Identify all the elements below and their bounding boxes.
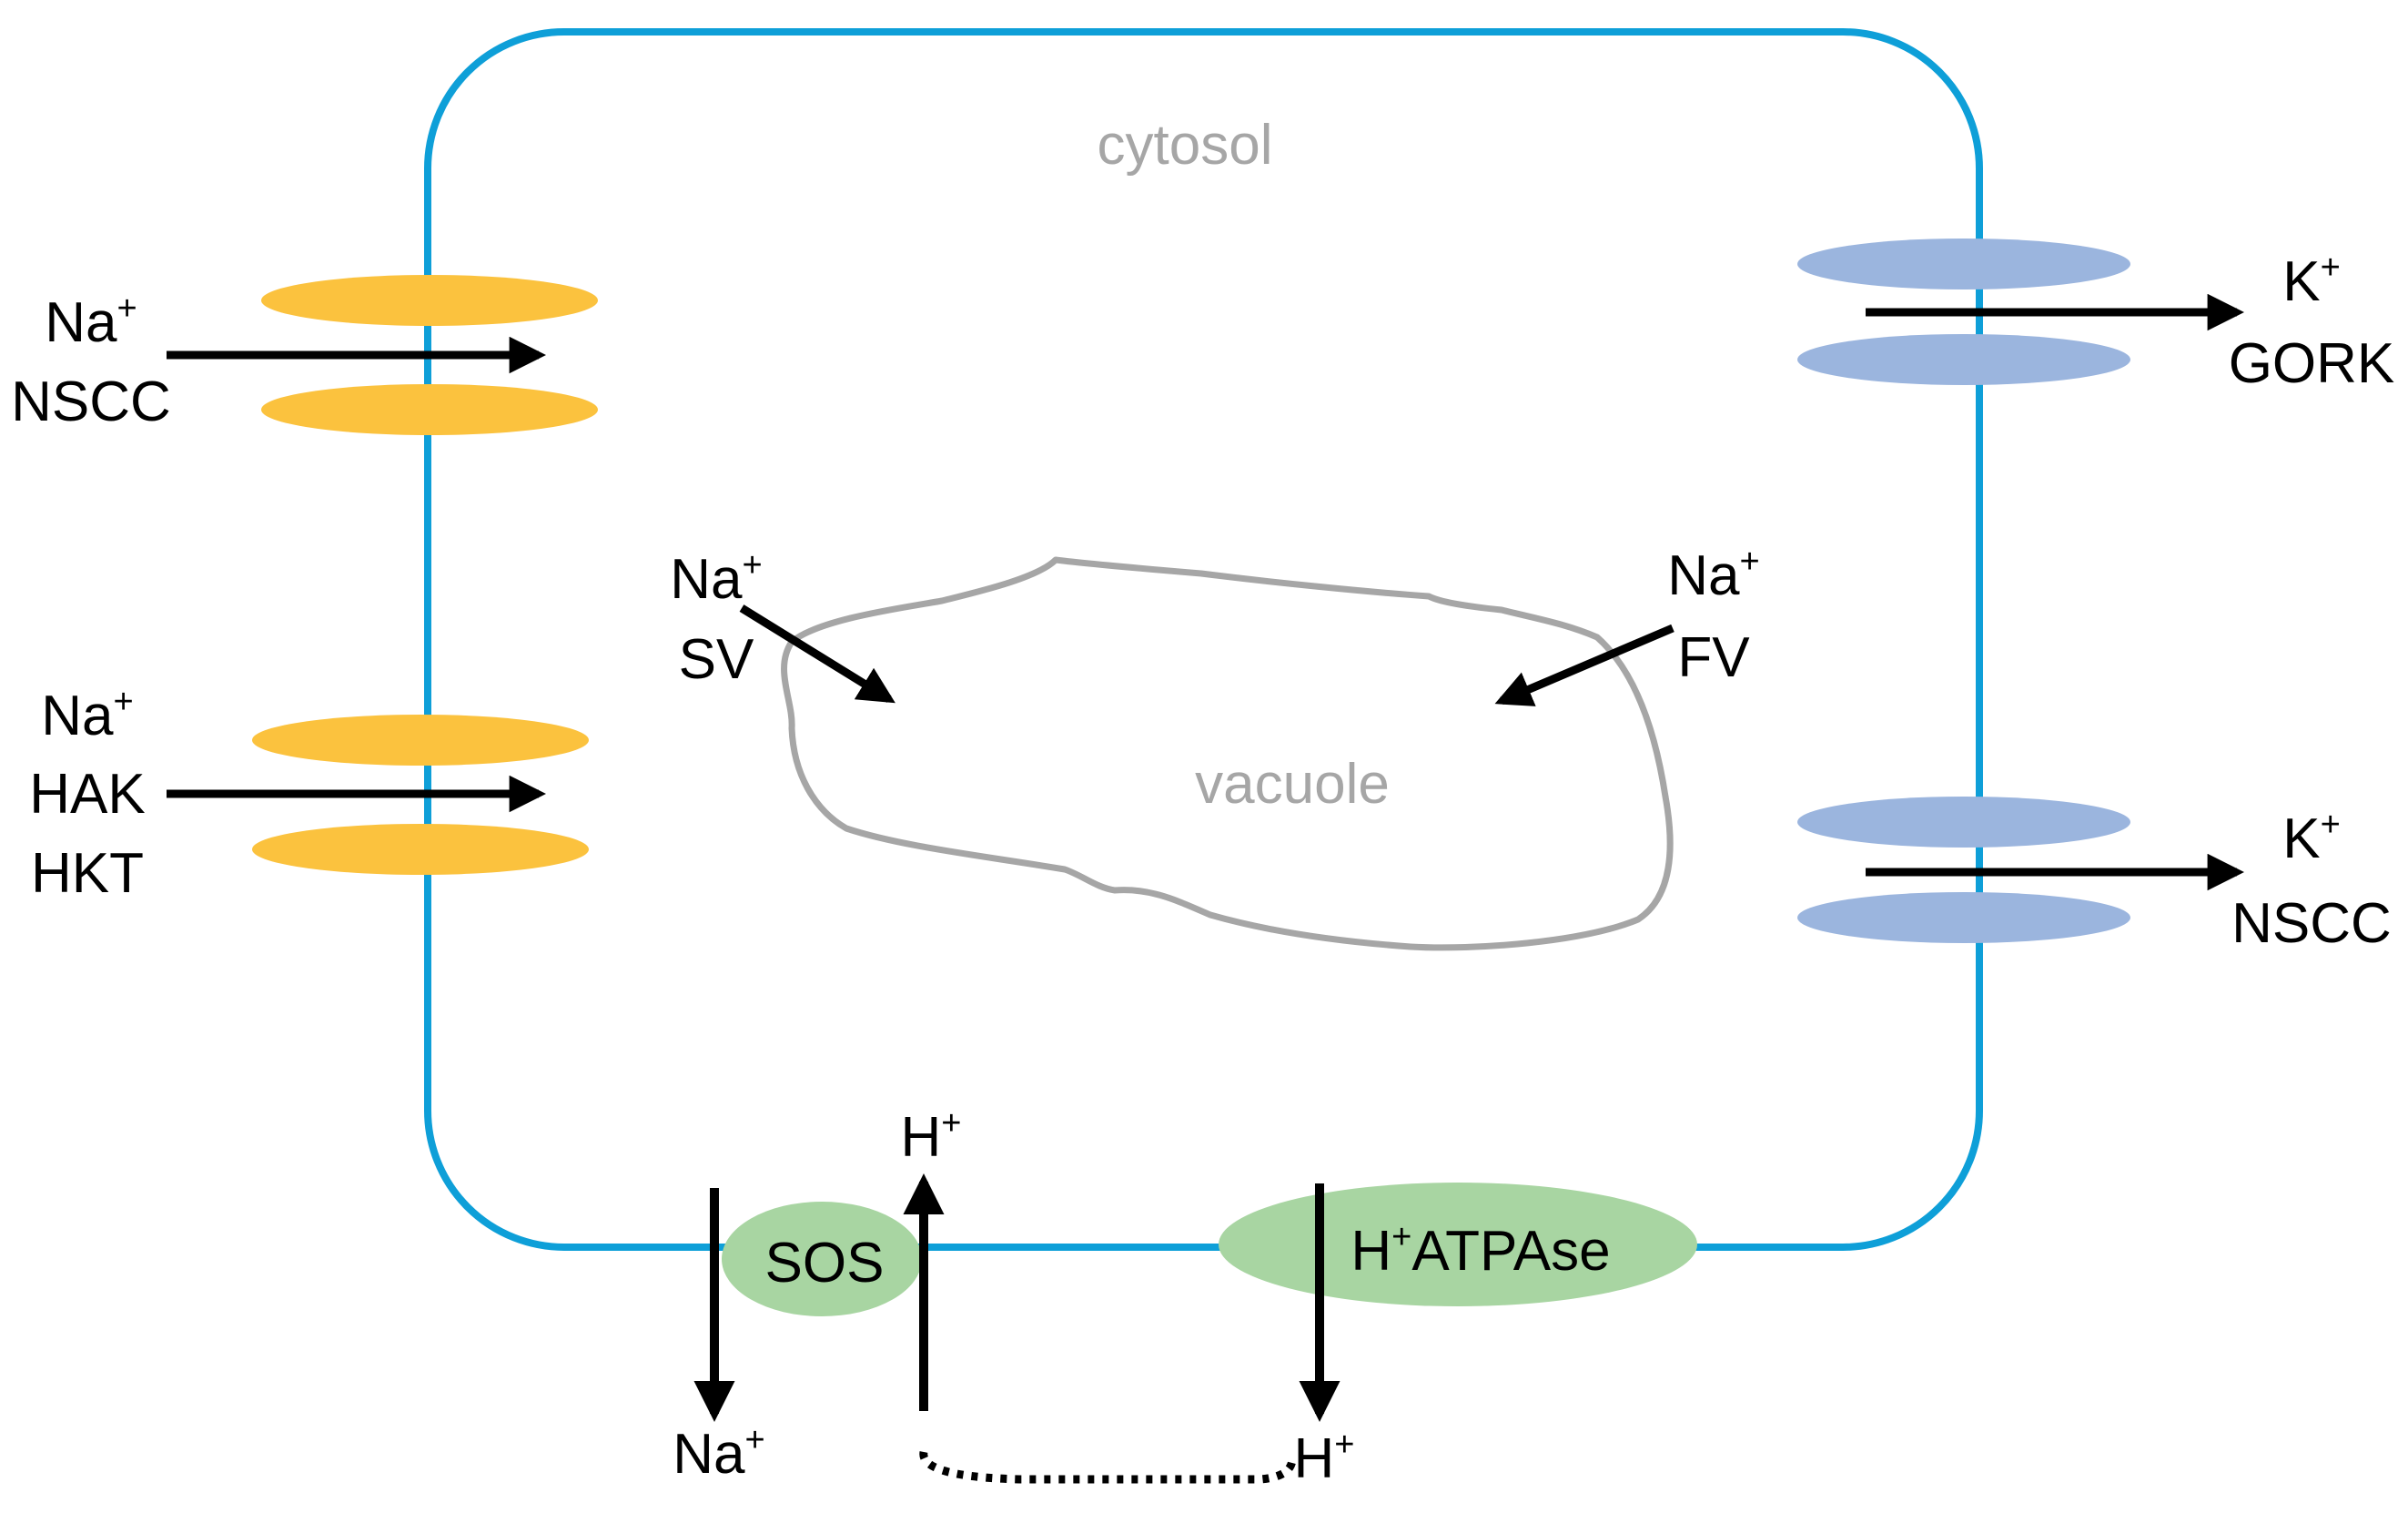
arrow-diagonal-icon: [1494, 624, 1674, 706]
k-ion-label: K+: [2282, 806, 2341, 870]
right-gork-channel: K+ GORK: [1797, 239, 2394, 395]
hkt-label: HKT: [31, 842, 144, 905]
sos-protein: [722, 1202, 922, 1316]
channel-subunit-bottom: [252, 824, 589, 875]
right-nscc-channel: K+ NSCC: [1797, 797, 2392, 955]
vacuole-label: vacuole: [1195, 753, 1390, 816]
h-ion-label: H+: [1294, 1426, 1355, 1490]
dotted-coupling-line: [919, 1451, 1297, 1484]
na-ion-label: Na+: [1667, 543, 1759, 607]
nscc-label: NSCC: [2231, 892, 2392, 955]
gork-label: GORK: [2229, 332, 2395, 395]
na-ion-label: Na+: [45, 289, 137, 354]
k-ion-label: K+: [2282, 249, 2341, 313]
channel-subunit-top: [261, 275, 598, 326]
fv-label: FV: [1677, 626, 1750, 689]
vacuole-outline: [781, 556, 1674, 951]
sv-label: SV: [679, 628, 754, 691]
channel-subunit-bottom: [1797, 892, 2130, 943]
channel-subunit-top: [1797, 797, 2130, 848]
cell-membrane: [424, 28, 1983, 1251]
channel-subunit-top: [252, 715, 589, 766]
na-ion-label: Na+: [41, 683, 133, 747]
channel-subunit-top: [1797, 239, 2130, 289]
na-ion-label: Na+: [670, 546, 762, 611]
channel-subunit-bottom: [261, 384, 598, 435]
h-atpase-pump: H+ATPAse H+: [1219, 1183, 1697, 1490]
sos-label: SOS: [765, 1232, 885, 1295]
arrow-diagonal-icon: [739, 604, 895, 704]
hak-label: HAK: [29, 763, 145, 826]
nscc-label: NSCC: [11, 371, 171, 433]
cytosol-label: cytosol: [1098, 114, 1273, 177]
na-ion-label: Na+: [673, 1421, 764, 1486]
atpase-label: H+ATPAse: [1351, 1218, 1610, 1283]
atpase-protein: [1219, 1183, 1697, 1306]
left-hak-hkt-channel: Na+ HAK HKT: [29, 683, 589, 905]
vacuolar-sv-channel: Na+ SV: [670, 546, 895, 704]
channel-subunit-bottom: [1797, 334, 2130, 385]
vacuolar-fv-channel: Na+ FV: [1494, 543, 1760, 706]
left-nscc-channel: Na+ NSCC: [11, 275, 598, 435]
sos-antiporter: SOS Na+ H+: [673, 1104, 961, 1486]
h-ion-label: H+: [901, 1104, 962, 1169]
